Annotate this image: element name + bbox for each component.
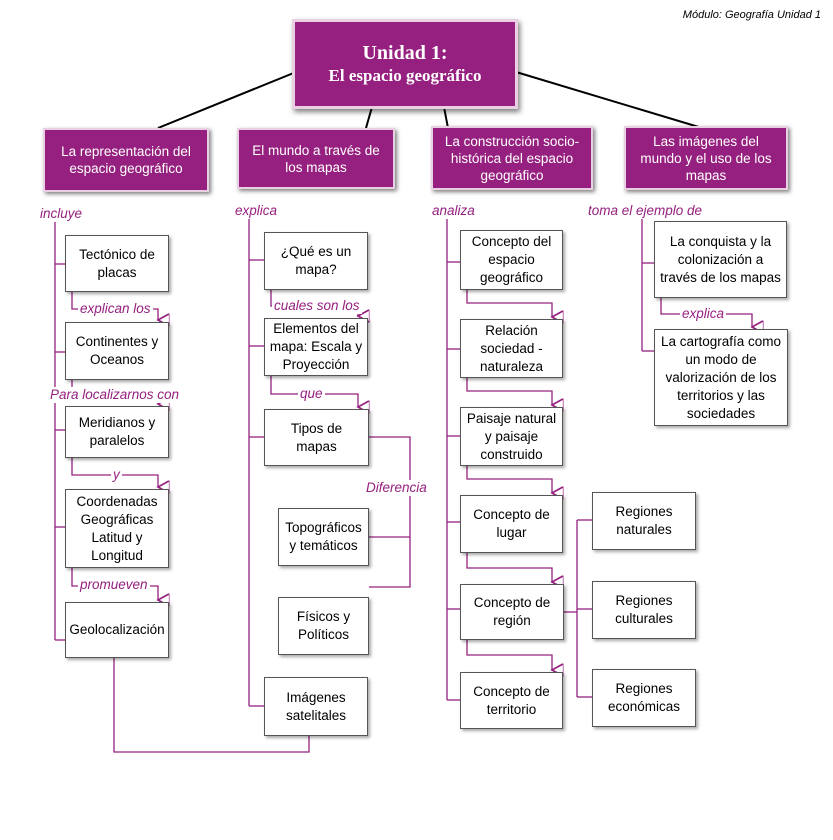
box-concepto-territorio: Concepto de territorio <box>460 672 563 729</box>
label-explica: explica <box>233 203 280 219</box>
box-coordenadas: Coordenadas Geográficas Latitud y Longit… <box>65 489 169 568</box>
link-explica-col4: explica <box>680 306 727 322</box>
box-que-es-un-mapa: ¿Qué es un mapa? <box>264 232 368 290</box>
link-que: que <box>298 386 325 402</box>
category-imagenes: Las imágenes del mundo y el uso de los m… <box>624 126 788 190</box>
box-concepto-lugar: Concepto de lugar <box>460 495 563 553</box>
box-elementos-del-mapa: Elementos del mapa: Escala y Proyección <box>264 318 368 376</box>
category-representacion: La representación del espacio geográfico <box>43 128 209 192</box>
link-cuales-son-los: cuales son los <box>272 298 362 314</box>
box-imagenes-satelitales: Imágenes satelitales <box>264 677 368 736</box>
box-continentes: Continentes y Oceanos <box>65 322 169 380</box>
module-label: Módulo: Geografía Unidad 1 <box>682 9 821 21</box>
box-topograficos: Topográficos y temáticos <box>278 508 369 566</box>
box-concepto-espacio: Concepto del espacio geográfico <box>460 230 563 290</box>
link-promueven: promueven <box>78 577 150 593</box>
box-geolocalizacion: Geolocalización <box>65 602 169 658</box>
box-la-conquista: La conquista y la colonización a través … <box>654 221 787 298</box>
category-construccion: La construcción socio-histórica del espa… <box>431 126 593 190</box>
link-para-localizarnos: Para localizarnos con <box>48 387 182 403</box>
label-analiza: analiza <box>430 203 477 219</box>
box-la-cartografia: La cartografía como un modo de valorizac… <box>654 329 788 426</box>
root-title: Unidad 1: <box>362 42 448 64</box>
link-y: y <box>111 467 122 483</box>
box-tipos-de-mapas: Tipos de mapas <box>264 409 369 466</box>
root-node: Unidad 1: El espacio geográfico <box>292 19 518 109</box>
box-meridianos: Meridianos y paralelos <box>65 406 169 458</box>
box-fisicos-politicos: Físicos y Políticos <box>278 597 369 655</box>
link-diferencia: Diferencia <box>364 480 429 496</box>
label-toma-el-ejemplo: toma el ejemplo de <box>586 203 705 219</box>
root-subtitle: El espacio geográfico <box>328 66 482 85</box>
box-tectonico: Tectónico de placas <box>65 235 169 292</box>
category-mundo-mapas: El mundo a través de los mapas <box>237 128 395 189</box>
box-concepto-region: Concepto de región <box>460 584 564 640</box>
box-regiones-economicas: Regiones económicas <box>592 669 696 727</box>
link-explican-los: explican los <box>78 301 153 317</box>
box-relacion-sociedad: Relación sociedad - naturaleza <box>460 319 563 378</box>
box-regiones-culturales: Regiones culturales <box>592 581 696 639</box>
box-paisaje: Paisaje natural y paisaje construido <box>460 407 563 466</box>
box-regiones-naturales: Regiones naturales <box>592 492 696 550</box>
label-incluye: incluye <box>38 206 85 222</box>
